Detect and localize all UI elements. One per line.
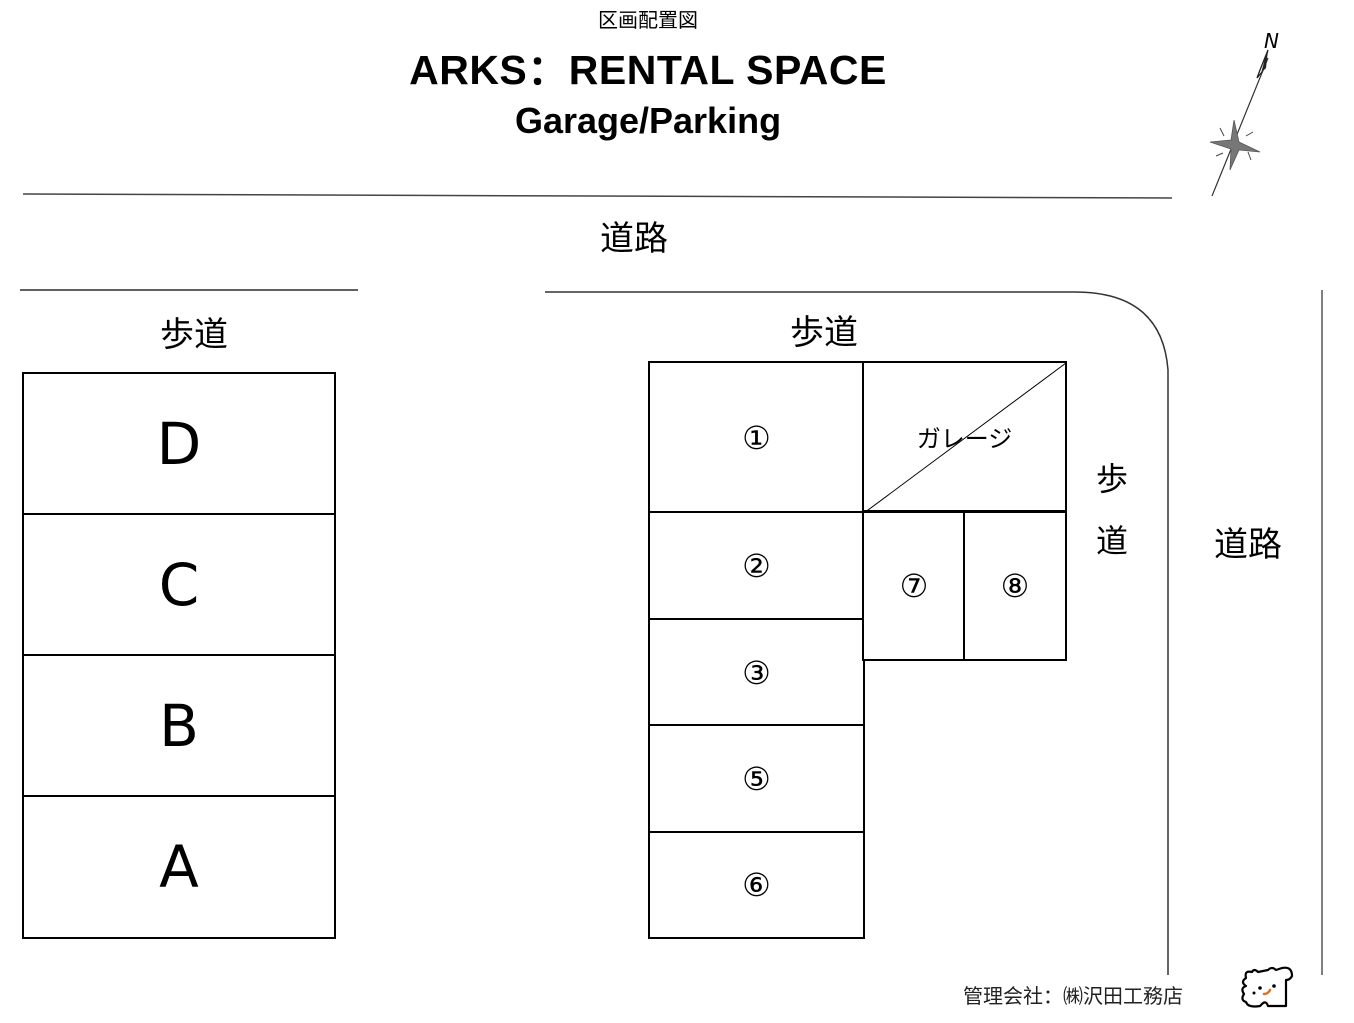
space-label: ② <box>742 547 771 585</box>
space-D[interactable]: D <box>22 372 336 516</box>
space-2[interactable]: ② <box>648 511 865 621</box>
sidewalk-right-label-2: 道 <box>1095 522 1128 560</box>
space-5[interactable]: ⑤ <box>648 724 865 834</box>
space-C[interactable]: C <box>22 513 336 657</box>
space-A[interactable]: A <box>22 795 336 939</box>
space-label: ⑦ <box>899 567 929 605</box>
road-right-label: 道路 <box>1214 525 1282 565</box>
sidewalk-middle-label: 歩道 <box>790 313 858 353</box>
space-label: ① <box>742 418 771 457</box>
space-6[interactable]: ⑥ <box>648 831 865 939</box>
space-B[interactable]: B <box>22 654 336 798</box>
garage-label: ガレージ <box>916 425 1013 453</box>
garage[interactable]: ガレージ <box>862 361 1067 514</box>
space-label: C <box>158 551 200 619</box>
page-title: ARKS：RENTAL SPACE <box>409 47 887 93</box>
space-1[interactable]: ① <box>648 361 865 514</box>
north-arrow-compass-icon: N <box>1196 28 1292 198</box>
page-subtitle: Garage/Parking <box>514 100 782 141</box>
sidewalk-right-label-1: 歩 <box>1095 460 1128 498</box>
layout-title-jp: 区画配置図 <box>598 8 698 32</box>
space-label: D <box>156 410 202 478</box>
management-company: 管理会社：㈱沢田工務店 <box>963 984 1183 1008</box>
space-3[interactable]: ③ <box>648 618 865 727</box>
road-top-line <box>22 193 1173 199</box>
sidewalk-left-label: 歩道 <box>160 315 228 355</box>
space-label: ⑧ <box>1000 567 1030 605</box>
space-label: ⑤ <box>742 760 771 798</box>
road-top-label: 道路 <box>600 219 668 259</box>
north-label: N <box>1264 29 1279 53</box>
space-label: B <box>159 692 199 760</box>
space-label: ③ <box>742 653 771 692</box>
space-label: ⑥ <box>742 866 771 904</box>
mascot-character-icon <box>1238 964 1298 1012</box>
space-8[interactable]: ⑧ <box>963 511 1067 661</box>
space-7[interactable]: ⑦ <box>862 511 966 661</box>
space-label: A <box>159 833 199 901</box>
